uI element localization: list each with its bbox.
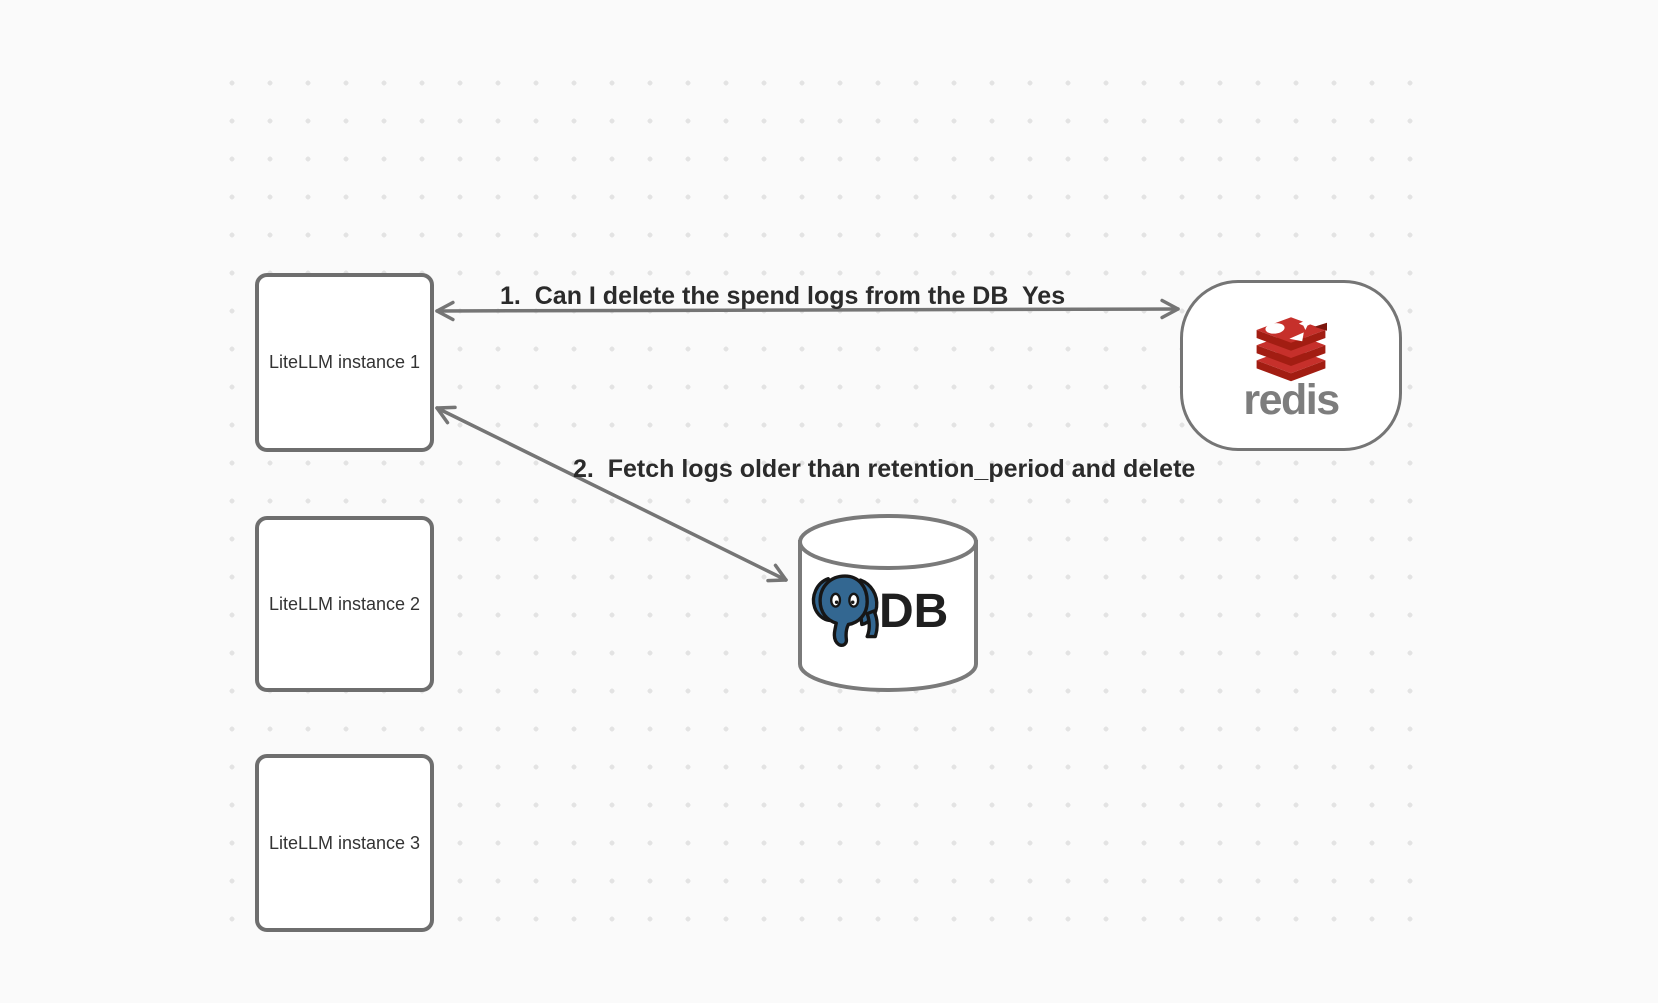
node-litellm-instance-2: LiteLLM instance 2 (255, 516, 434, 692)
db-content: DB (808, 572, 948, 650)
node-label: LiteLLM instance 2 (268, 593, 421, 614)
node-db: DB (795, 512, 981, 697)
node-litellm-instance-1: LiteLLM instance 1 (255, 273, 434, 452)
edge-response-yes: Yes (1022, 282, 1066, 310)
redis-logo-icon (1256, 316, 1327, 381)
redis-wordmark: redis (1243, 375, 1340, 424)
edge-label-1: 1. Can I delete the spend logs from the … (500, 282, 1009, 310)
db-label: DB (879, 584, 949, 638)
edge-label-2: 2. Fetch logs older than retention_perio… (573, 455, 1196, 483)
node-label: LiteLLM instance 1 (268, 352, 421, 372)
postgres-elephant-icon (811, 574, 879, 647)
node-redis: redis (1180, 280, 1402, 451)
node-litellm-instance-3: LiteLLM instance 3 (255, 754, 434, 932)
node-label: LiteLLM instance 3 (268, 832, 421, 853)
